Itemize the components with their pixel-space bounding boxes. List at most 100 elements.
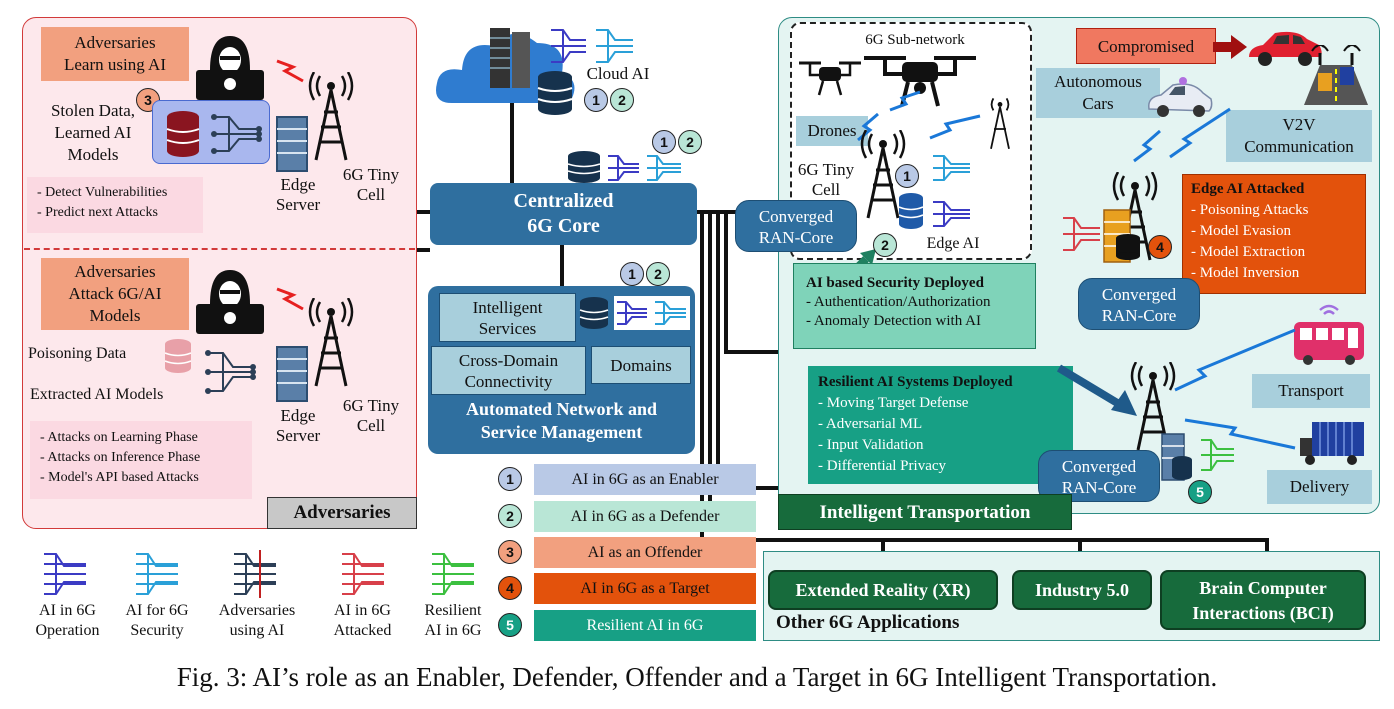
tower-icon [308, 72, 354, 161]
autonomous-cars-label: Autonomous Cars [1036, 68, 1160, 118]
icon-legend-label: AI in 6G Operation [35, 602, 100, 639]
ran-core-box-2: Converged RAN-Core [1078, 278, 1200, 330]
other-apps-title: Other 6G Applications [776, 612, 960, 633]
icon-legend-label: Resilient AI in 6G [424, 602, 482, 639]
resilient-ai-box: Resilient AI Systems Deployed - Moving T… [808, 366, 1073, 484]
badge-5: 5 [1188, 480, 1212, 504]
database-icon [579, 297, 609, 329]
stolen-data-label: Stolen Data, Learned AI Models [50, 101, 136, 164]
legend: 1 AI in 6G as an Enabler 2 AI in 6G as a… [498, 464, 756, 644]
network-icon [614, 296, 690, 330]
cross-domain-box: Cross-Domain Connectivity [431, 346, 586, 395]
bus-icon [1294, 304, 1364, 365]
v2v-label: V2V Communication [1226, 110, 1372, 162]
server-database-icon [1103, 209, 1140, 263]
arrow-icon [1056, 364, 1137, 416]
network-icon [205, 350, 256, 394]
database-icon [537, 71, 573, 115]
network-icon [1201, 439, 1234, 471]
resilient-ai-item: - Moving Target Defense [818, 395, 969, 411]
ai-security-box: AI based Security Deployed - Authenticat… [793, 263, 1036, 349]
legend-badge-2: 2 [498, 504, 522, 528]
bullet-item: - Predict next Attacks [37, 205, 158, 220]
resilient-ai-item: - Input Validation [818, 437, 924, 453]
network-icon [432, 553, 474, 595]
legend-badge-3: 3 [498, 540, 522, 564]
badge-2: 2 [646, 262, 670, 286]
icon-legend: AI in 6G Operation AI for 6G Security Ad… [20, 548, 500, 648]
edge-ai-attacked-title: Edge AI Attacked [1191, 181, 1305, 197]
industry-box: Industry 5.0 [1012, 570, 1152, 610]
compromised-label: Compromised [1076, 28, 1216, 64]
subnetwork-label: 6G Sub-network [865, 32, 965, 48]
centralized-core-box: Centralized 6G Core [430, 183, 697, 245]
server-database-icon [1161, 433, 1192, 481]
network-icon [933, 155, 970, 227]
edge-ai-attacked-item: - Model Evasion [1191, 223, 1291, 239]
edge-ai-attacked-box: Edge AI Attacked - Poisoning Attacks - M… [1182, 174, 1366, 294]
domains-box: Domains [591, 346, 691, 384]
extracted-models-label: Extracted AI Models [30, 386, 164, 403]
intelligent-services-box: Intelligent Services [439, 293, 576, 342]
resilient-ai-item: - Differential Privacy [818, 458, 947, 474]
region-divider [24, 248, 415, 250]
icon-legend-label: AI for 6G Security [125, 602, 189, 639]
badge-1: 1 [584, 88, 608, 112]
bullet-item: - Detect Vulnerabilities [37, 185, 168, 200]
arrow-right-icon [1213, 35, 1247, 59]
delivery-label: Delivery [1267, 470, 1372, 504]
ran-core-box-3: Converged RAN-Core [1038, 450, 1160, 502]
ai-security-item: - Authentication/Authorization [806, 294, 991, 310]
badge-1: 1 [620, 262, 644, 286]
network-icon [551, 29, 633, 63]
edge-ai-attacked-item: - Model Inversion [1191, 265, 1300, 281]
edge-server-icon [276, 346, 308, 402]
hacker-icon [196, 270, 264, 334]
tower-icon [860, 130, 906, 219]
badge-2: 2 [873, 233, 897, 257]
adversaries-title: Adversaries [267, 497, 417, 529]
subnet-tiny-cell-label: 6G Tiny Cell [797, 160, 855, 199]
tower-icon [308, 298, 354, 387]
network-icon [234, 550, 276, 598]
tiny-cell-label-bottom: 6G Tiny Cell [342, 396, 400, 435]
network-icon [608, 155, 681, 181]
drone-icon [799, 61, 861, 96]
database-icon [164, 339, 192, 373]
database-icon [166, 111, 200, 157]
network-icon [136, 553, 178, 595]
legend-badge-1: 1 [498, 467, 522, 491]
bci-box: Brain Computer Interactions (BCI) [1160, 570, 1366, 630]
edge-ai-label: Edge AI [926, 235, 980, 252]
badge-1: 1 [652, 130, 676, 154]
xr-box: Extended Reality (XR) [768, 570, 998, 610]
legend-item-resilient: Resilient AI in 6G [534, 610, 756, 641]
drone-icon [864, 56, 976, 107]
ran-core-box-1: Converged RAN-Core [735, 200, 857, 252]
resilient-ai-title: Resilient AI Systems Deployed [818, 374, 1013, 390]
network-icon [342, 553, 384, 595]
legend-badge-4: 4 [498, 576, 522, 600]
adversaries-attack-label: Adversaries Attack 6G/AI Models [41, 258, 189, 330]
legend-item-enabler: AI in 6G as an Enabler [534, 464, 756, 495]
ai-security-item: - Anomaly Detection with AI [806, 313, 981, 329]
signal-icon [1174, 328, 1296, 450]
poisoning-data-label: Poisoning Data [28, 345, 127, 362]
badge-4: 4 [1148, 235, 1172, 259]
figure-caption: Fig. 3: AI’s role as an Enabler, Defende… [176, 662, 1218, 692]
legend-badge-5: 5 [498, 613, 522, 637]
badge-1: 1 [895, 164, 919, 188]
database-icon [567, 151, 601, 183]
bottom-bullets: - Attacks on Learning Phase - Attacks on… [30, 421, 252, 499]
resilient-ai-item: - Adversarial ML [818, 416, 923, 432]
bullet-item: - Model's API based Attacks [40, 470, 199, 485]
transportation-title: Intelligent Transportation [778, 494, 1072, 530]
edge-ai-attacked-item: - Model Extraction [1191, 244, 1306, 260]
ai-security-title: AI based Security Deployed [806, 275, 984, 291]
red-car-icon [1249, 31, 1322, 66]
adversaries-learn-label: Adversaries Learn using AI [41, 27, 189, 81]
tower-icon [990, 97, 1010, 149]
top-bullets: - Detect Vulnerabilities - Predict next … [27, 177, 203, 233]
lightning-icon [276, 59, 304, 83]
network-icon [44, 553, 86, 595]
